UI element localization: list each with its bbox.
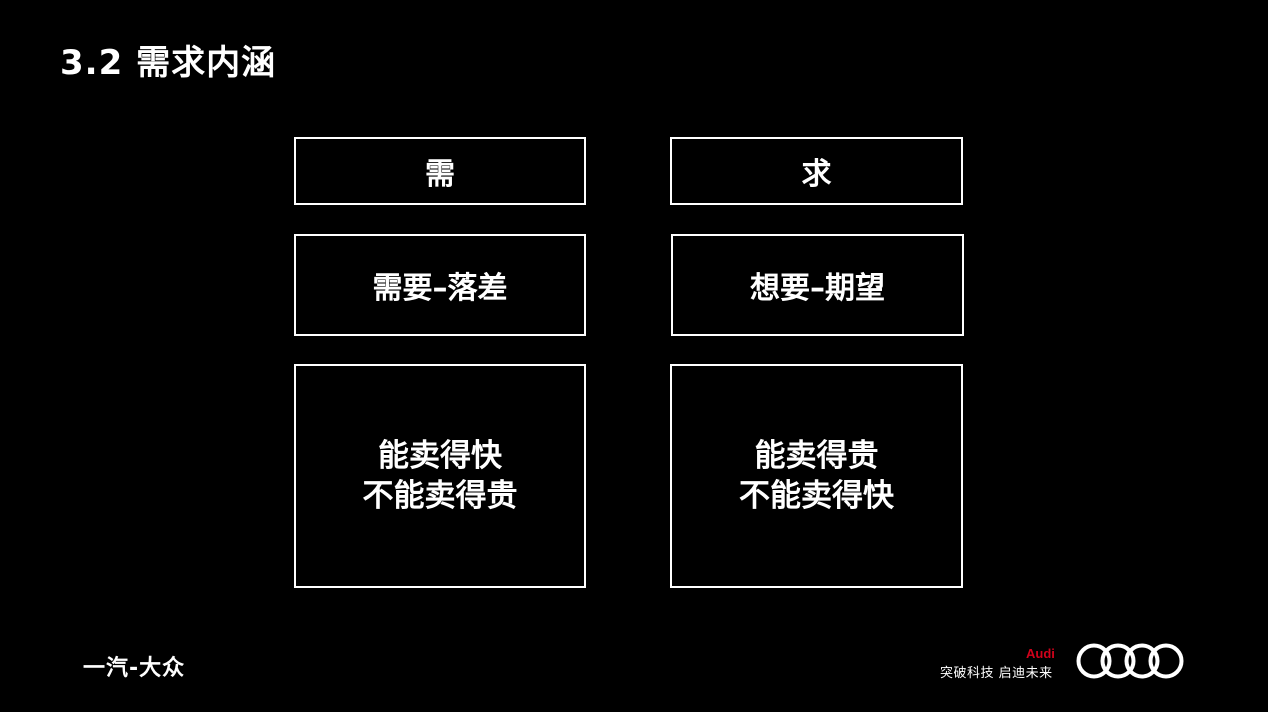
box-want-expectation-label: 想要–期望 bbox=[750, 271, 885, 306]
faw-vw-brand: 一汽-大众 bbox=[83, 656, 186, 681]
box-xu-label: 需 bbox=[425, 157, 455, 192]
want-detail-line-1: 能卖得贵 bbox=[754, 438, 879, 474]
slide-title: 3.2 需求内涵 bbox=[60, 43, 277, 83]
box-want-expectation: 想要–期望 bbox=[671, 234, 964, 336]
box-need-detail: 能卖得快 不能卖得贵 bbox=[294, 364, 586, 588]
need-detail-line-1: 能卖得快 bbox=[378, 438, 502, 474]
box-want-detail: 能卖得贵 不能卖得快 bbox=[670, 364, 963, 588]
box-qiu: 求 bbox=[670, 137, 963, 205]
want-detail-line-2: 不能卖得快 bbox=[739, 478, 894, 514]
audi-slogan: 突破科技 启迪未来 bbox=[940, 666, 1053, 681]
box-xu: 需 bbox=[294, 137, 586, 205]
box-qiu-label: 求 bbox=[801, 157, 832, 192]
audi-rings-icon bbox=[1076, 643, 1184, 679]
box-need-gap: 需要–落差 bbox=[294, 234, 586, 336]
box-need-gap-label: 需要–落差 bbox=[372, 271, 508, 306]
audi-wordmark: Audi bbox=[1026, 646, 1055, 661]
need-detail-line-2: 不能卖得贵 bbox=[362, 478, 518, 514]
